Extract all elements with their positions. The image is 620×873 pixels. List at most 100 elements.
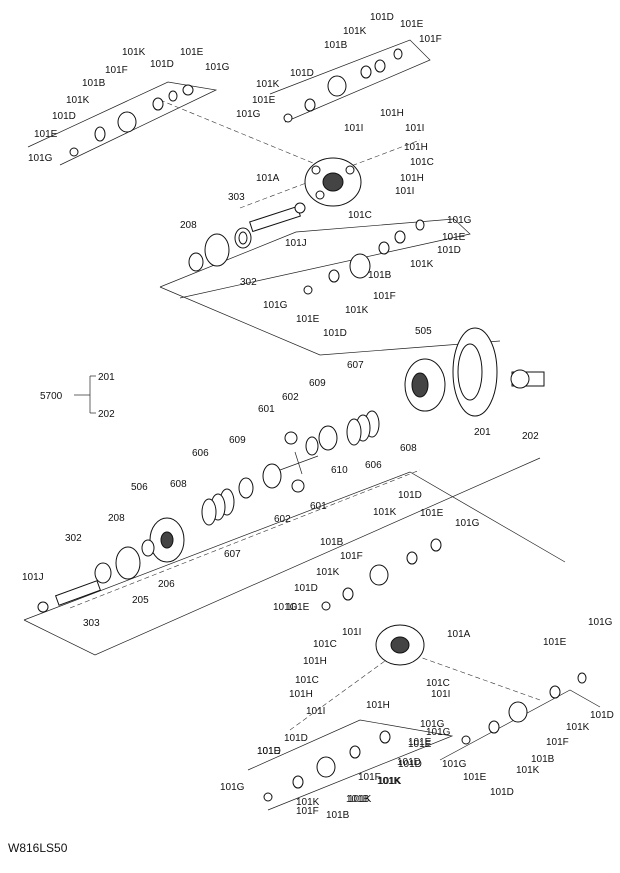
housing-506 xyxy=(149,517,185,563)
part-label: 609 xyxy=(309,378,326,389)
part-label: 208 xyxy=(180,220,197,231)
part-label: 606 xyxy=(192,448,209,459)
part-label: 101F xyxy=(419,34,442,45)
part-label: 101E xyxy=(442,232,466,243)
clutch-plates xyxy=(201,410,380,526)
part-label: 101D xyxy=(398,490,422,501)
part-label: 608 xyxy=(170,479,187,490)
part-label: 609 xyxy=(229,435,246,446)
part-label: 101E xyxy=(286,602,310,613)
part-label: 101C xyxy=(313,639,337,650)
part-label: 101A xyxy=(447,629,471,640)
part-label: 101K xyxy=(345,305,369,316)
part-label: 101I xyxy=(344,123,363,134)
upper-left-bearing-stack xyxy=(69,84,194,157)
part-label: 101G xyxy=(273,602,298,613)
part-label: 101E xyxy=(408,739,432,750)
part-label: 101C xyxy=(426,678,450,689)
part-label: 101H xyxy=(289,689,313,700)
part-label: 101K xyxy=(296,797,320,808)
part-label: 607 xyxy=(224,549,241,560)
part-label: 101H xyxy=(400,173,424,184)
part-label: 101G xyxy=(447,215,472,226)
part-label: 208 xyxy=(108,513,125,524)
part-label: 101E xyxy=(463,772,487,783)
part-label: 505 xyxy=(415,326,432,337)
part-label: 101K xyxy=(66,95,90,106)
part-label: 101E xyxy=(257,746,281,757)
ring-gear-201 xyxy=(452,327,498,417)
housing-505 xyxy=(404,358,446,412)
part-label: 101E xyxy=(400,19,424,30)
pinion-202 xyxy=(510,369,545,389)
carrier-101a-lower xyxy=(375,624,425,666)
part-label: 101B xyxy=(346,794,370,805)
assembly-bracket xyxy=(74,375,96,414)
part-label: 101D xyxy=(323,328,347,339)
part-label: 101E xyxy=(408,737,432,748)
part-label: 101K xyxy=(348,794,372,805)
part-label: 101D xyxy=(150,59,174,70)
part-label: 101G xyxy=(442,759,467,770)
gear-208-upper xyxy=(188,233,230,272)
part-label: 101E xyxy=(296,314,320,325)
part-label: 101H xyxy=(380,108,404,119)
part-label: 608 xyxy=(400,443,417,454)
part-label: 101K xyxy=(378,776,402,787)
lower-bearing-stacks xyxy=(263,538,587,802)
part-label: 101F xyxy=(358,772,381,783)
part-label: 101F xyxy=(105,65,128,76)
part-label: 101I xyxy=(431,689,450,700)
part-label: 602 xyxy=(282,392,299,403)
part-label: 101B xyxy=(320,537,344,548)
part-label: 101J xyxy=(285,238,307,249)
part-label: 101G xyxy=(28,153,53,164)
part-label: 302 xyxy=(65,533,82,544)
side-gears xyxy=(238,425,338,499)
part-label: 101I xyxy=(342,627,361,638)
part-label: 101K xyxy=(122,47,146,58)
carrier-101a-upper xyxy=(304,157,362,207)
part-label: 101C xyxy=(295,675,319,686)
upper-assembly-frame xyxy=(27,39,501,356)
part-label: 601 xyxy=(310,501,327,512)
lower-gears-302-208 xyxy=(94,539,155,584)
part-label: 101F xyxy=(546,737,569,748)
assembly-child-label: 201 xyxy=(98,372,115,383)
part-label: 303 xyxy=(83,618,100,629)
part-label: 610 xyxy=(331,465,348,476)
upper-right-bearing-stack xyxy=(283,48,403,123)
part-label: 101D xyxy=(398,759,422,770)
part-label: 101H xyxy=(404,142,428,153)
part-label: 101F xyxy=(296,806,319,817)
lower-shaft-101j xyxy=(37,580,102,613)
part-label: 101K xyxy=(566,722,590,733)
part-label: 101C xyxy=(410,157,434,168)
part-label: 101D xyxy=(490,787,514,798)
part-label: 101K xyxy=(256,79,280,90)
part-label: 101G xyxy=(205,62,230,73)
part-label: 101D xyxy=(294,583,318,594)
diagram-code: W816LS50 xyxy=(8,841,68,855)
part-label: 101G xyxy=(220,782,245,793)
part-label: 101B xyxy=(324,40,348,51)
pinion-gears-601 xyxy=(284,431,305,493)
part-label: 101B xyxy=(326,810,350,821)
part-label: 101B xyxy=(531,754,555,765)
part-label: 606 xyxy=(365,460,382,471)
part-label: 101K xyxy=(377,776,401,787)
part-label: 101G xyxy=(426,727,451,738)
part-label: 101G xyxy=(263,300,288,311)
part-label: 101D xyxy=(370,12,394,23)
part-label: 101E xyxy=(34,129,58,140)
part-label: 101D xyxy=(284,733,308,744)
part-label: 101B xyxy=(82,78,106,89)
part-label: 101K xyxy=(516,765,540,776)
part-label: 302 xyxy=(240,277,257,288)
part-label: 101K xyxy=(316,567,340,578)
part-label: 101J xyxy=(22,572,44,583)
part-label: 101D xyxy=(290,68,314,79)
part-label: 101I xyxy=(405,123,424,134)
part-label: 201 xyxy=(474,427,491,438)
